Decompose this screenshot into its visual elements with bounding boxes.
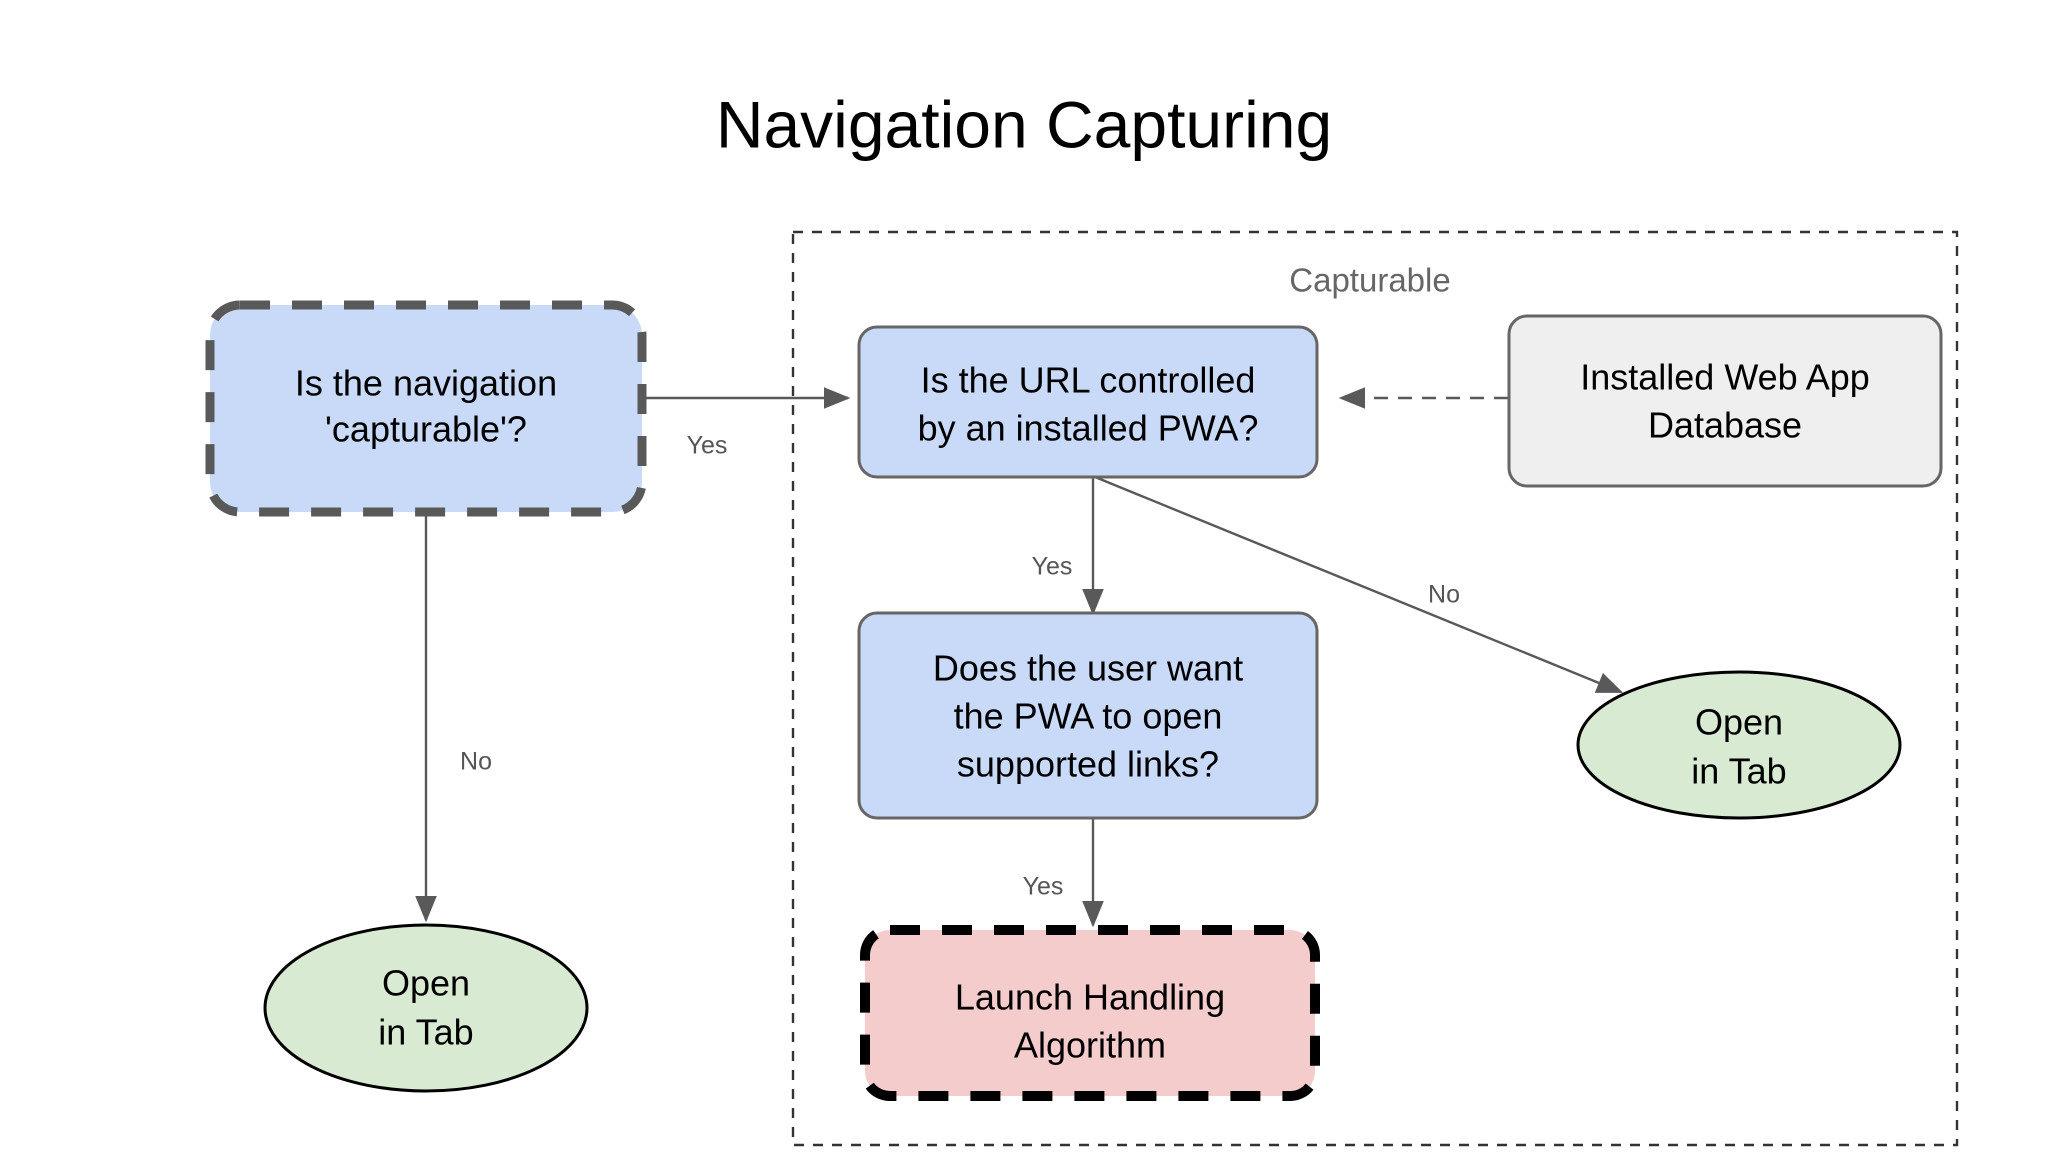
capturable-group-label: Capturable (1289, 262, 1450, 299)
node-label-launch-handling-algorithm-line1: Launch Handling (955, 977, 1225, 1018)
node-label-is-url-controlled-line2: by an installed PWA? (918, 408, 1259, 449)
capturable-group-box (791, 230, 1959, 1147)
node-does-user-want-pwa[interactable]: Does the user want the PWA to open suppo… (857, 611, 1319, 820)
edge-capturable-yes: Yes (645, 387, 851, 460)
edge-label-userwant-yes: Yes (1023, 873, 1064, 901)
node-installed-web-app-database[interactable]: Installed Web App Database (1507, 314, 1943, 488)
edge-label-url-no: No (1428, 581, 1460, 609)
node-label-open-in-tab-right-line2: in Tab (1691, 751, 1786, 792)
node-is-navigation-capturable[interactable]: Is the navigation 'capturable'? (205, 300, 647, 517)
node-label-does-user-want-pwa-line3: supported links? (957, 744, 1219, 785)
node-label-open-in-tab-left-line2: in Tab (378, 1012, 473, 1053)
node-label-installed-web-app-database-line1: Installed Web App (1580, 357, 1870, 398)
node-is-url-controlled[interactable]: Is the URL controlled by an installed PW… (857, 325, 1319, 479)
node-label-open-in-tab-left-line1: Open (382, 963, 470, 1004)
node-label-installed-web-app-database-line2: Database (1648, 405, 1802, 446)
edge-userwant-yes: Yes (1023, 818, 1104, 928)
node-label-does-user-want-pwa-line1: Does the user want (933, 648, 1243, 689)
edge-url-no: No (1094, 475, 1624, 694)
page-title: Navigation Capturing (716, 87, 1332, 161)
node-shape-installed-web-app-database (1507, 314, 1943, 488)
node-label-does-user-want-pwa-line2: the PWA to open (954, 696, 1223, 737)
node-open-in-tab-right[interactable]: Open in Tab (1576, 670, 1902, 820)
node-label-is-navigation-capturable-line2: 'capturable'? (325, 409, 527, 450)
node-shape-open-in-tab-left (263, 923, 589, 1093)
node-shape-is-navigation-capturable (205, 300, 647, 517)
node-label-launch-handling-algorithm-line2: Algorithm (1014, 1025, 1166, 1066)
edge-label-capturable-yes: Yes (687, 432, 728, 460)
node-label-open-in-tab-right-line1: Open (1695, 702, 1783, 743)
edge-label-url-yes: Yes (1032, 553, 1073, 581)
node-launch-handling-algorithm[interactable]: Launch Handling Algorithm (860, 925, 1320, 1101)
node-shape-open-in-tab-right (1576, 670, 1902, 820)
node-label-is-url-controlled-line1: Is the URL controlled (921, 360, 1256, 401)
node-shape-is-url-controlled (857, 325, 1319, 479)
edge-capturable-no: No (415, 512, 492, 923)
node-shape-launch-handling-algorithm (860, 925, 1320, 1101)
node-open-in-tab-left[interactable]: Open in Tab (263, 923, 589, 1093)
node-shape-does-user-want-pwa (857, 611, 1319, 820)
node-label-is-navigation-capturable-line1: Is the navigation (295, 363, 557, 404)
edge-url-yes: Yes (1032, 477, 1104, 616)
edge-label-capturable-no: No (460, 748, 492, 776)
